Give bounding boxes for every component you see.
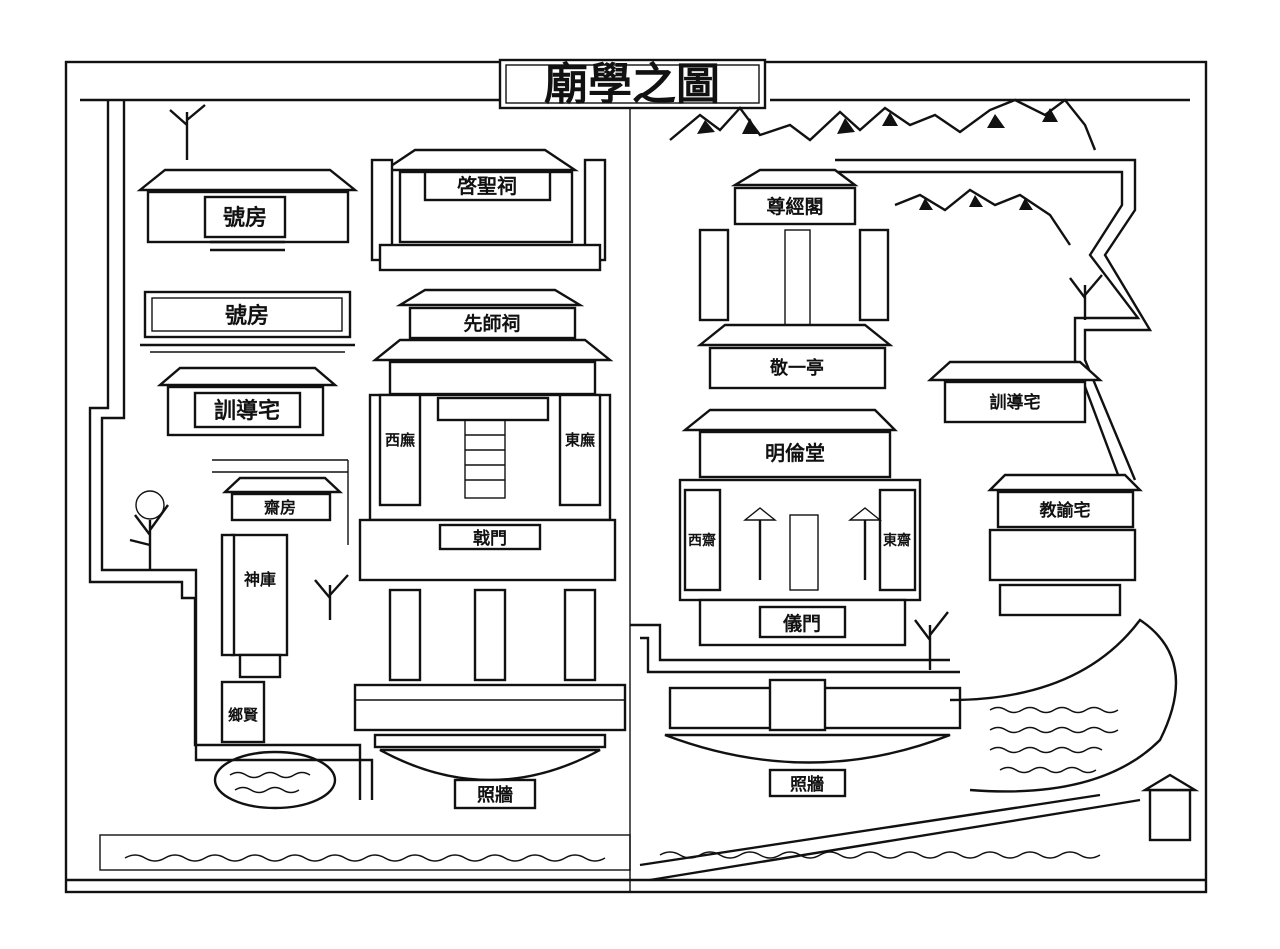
building-da-cheng-dian: 西廡 東廡 [368,393,612,522]
label-yi-men: 儀門 [782,612,821,635]
building-hao-fang: 號房 [136,168,359,252]
building-shen-ku: 神庫 [220,533,289,679]
label-xun-dao-zhai: 訓導宅 [214,398,280,424]
trees [129,104,1103,670]
building-jiao-yu-zhai: 教諭宅 [987,473,1143,617]
building-ji-men: 戟門 [358,518,617,582]
label-xi-zhai: 西齋 [688,532,717,549]
building-yi-men: 儀門 [698,598,907,647]
label-jiao-yu-zhai: 教諭宅 [1039,500,1091,521]
title-cartouche: 廟學之圖 [498,58,767,110]
building-ming-lun-tang: 明倫堂 西齋 東齋 [678,408,922,602]
label-dong-zhai: 東齋 [883,532,912,549]
pan-chi-pond-center: 照牆 [379,748,601,810]
label-hao-fang: 號房 [223,205,267,231]
map-title: 廟學之圖 [544,59,720,110]
label-xian-shi-ci: 先師祠 [463,312,520,335]
building-zhai-fang: 齋房 [221,476,344,522]
building-xian-shi-ci: 先師祠 [371,288,614,396]
label-dong-wu: 東廡 [565,431,595,449]
ling-xing-gates [353,588,627,749]
building-xun-dao-zhai-2: 訓導宅 [926,360,1104,424]
label-shen-ku: 神庫 [244,570,276,589]
label-qi-sheng-ci: 啓聖祠 [457,174,517,198]
mountains [669,98,1097,246]
label-zhao-qiang-2: 照牆 [790,774,824,795]
river [99,618,1178,882]
building-zun-jing-ge: 尊經閣 [698,168,890,331]
label-jing-yi-ting: 敬一亭 [769,357,824,379]
label-zhao-bi: 照牆 [477,784,513,806]
building-hu-fang: 號房 [140,290,355,353]
label-xiang-xian: 鄉賢 [228,706,259,724]
label-zhai-fang: 齋房 [263,498,296,517]
bridge-tower [1140,773,1200,842]
bridge-and-wall-right: 照牆 [664,678,962,798]
building-jing-yi-ting: 敬一亭 [696,323,894,390]
right-compound-wall [630,158,1153,674]
label-xi-wu: 西廡 [385,431,415,449]
label-xun-dao-zhai-2: 訓導宅 [990,392,1041,413]
label-hu-fang: 號房 [225,303,269,329]
label-ji-men: 戟門 [473,528,507,549]
building-xiang-xian: 鄉賢 [220,680,266,744]
label-zun-jing-ge: 尊經閣 [766,195,823,218]
label-ming-lun-tang: 明倫堂 [765,441,825,465]
building-qi-sheng-ci: 啓聖祠 [370,148,607,272]
building-xun-dao-zhai: 訓導宅 [156,366,339,437]
